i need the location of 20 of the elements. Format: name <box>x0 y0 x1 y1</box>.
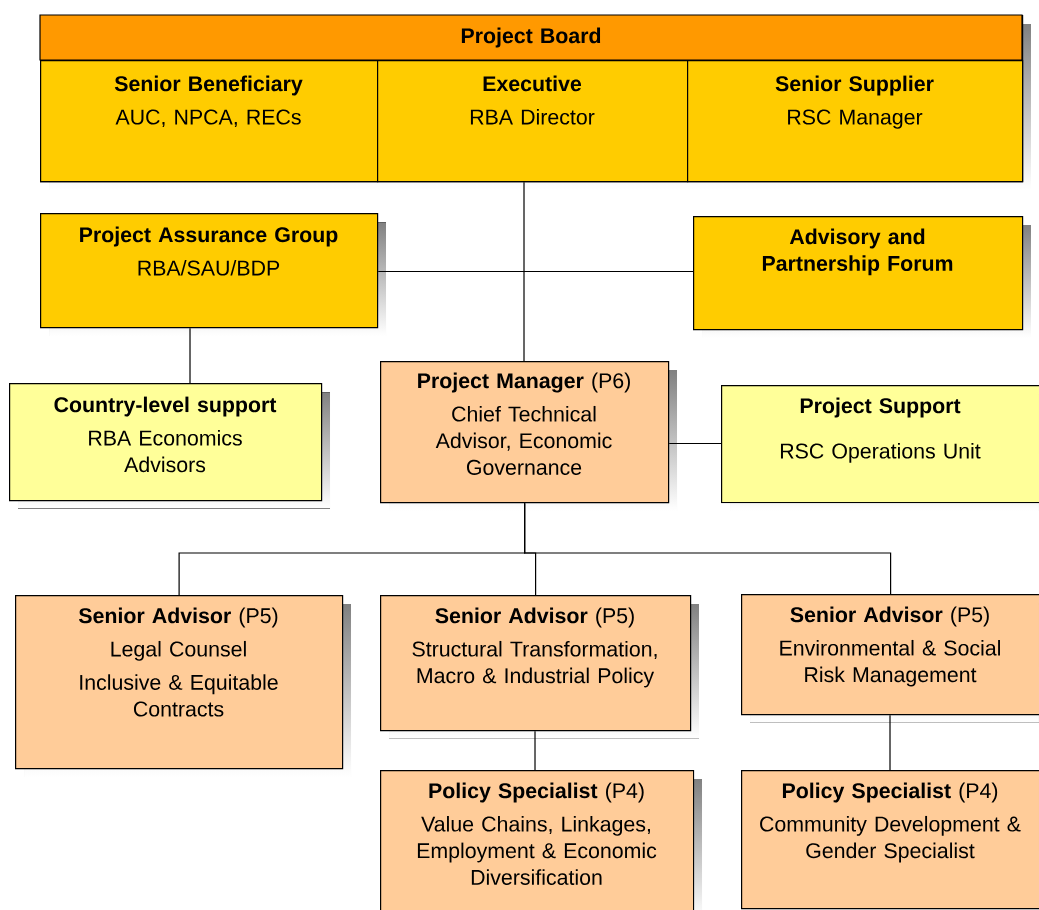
role-box: Policy Specialist (P4) Value Chains, Linkages, Employment & Economic Diversification <box>380 770 702 910</box>
connector-line <box>523 181 525 362</box>
connector-line <box>534 730 536 771</box>
role-box: Policy Specialist (P4) Community Development & Gender Specialist <box>741 770 1039 910</box>
connector-line <box>189 327 191 384</box>
connector-line <box>377 270 694 273</box>
role-box: Project Assurance Group RBA/SAU/BDP <box>40 213 386 336</box>
role-box: Advisory and Partnership Forum <box>693 216 1031 338</box>
role-box: Senior Supplier RSC Manager <box>687 60 1024 183</box>
role-box: Project Manager (P6) Chief Technical Advisor, Economic Governance <box>380 361 677 511</box>
connector-line <box>524 502 892 595</box>
role-box: Senior Advisor (P5) Legal Counsel Inclusive & Equitable Contracts <box>15 595 351 777</box>
role-box: Senior Advisor (P5) Structural Transformation, Macro & Industrial Policy <box>380 595 699 739</box>
connector-line <box>668 442 722 445</box>
role-box: Senior Advisor (P5) Environmental & Social Risk Management <box>741 594 1039 723</box>
connector-line <box>889 714 891 771</box>
role-box: Executive RBA Director <box>377 60 689 183</box>
role-box: Country-level support RBA Economics Advisors <box>9 383 330 509</box>
role-box: Project Support RSC Operations Unit <box>721 385 1039 511</box>
role-box: Senior Beneficiary AUC, NPCA, RECs <box>40 60 379 183</box>
